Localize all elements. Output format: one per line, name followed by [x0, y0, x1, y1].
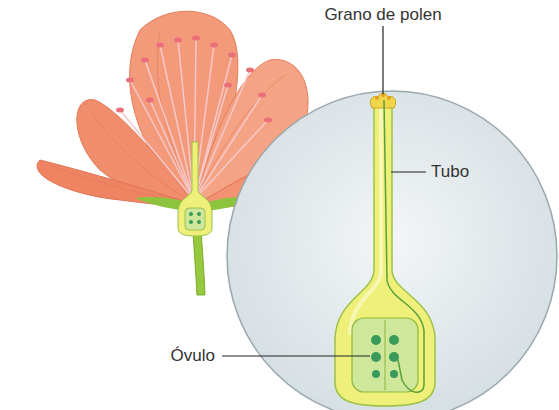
part-label: Óvulo [171, 346, 215, 366]
magnifier-circle [227, 91, 557, 410]
anthers [116, 36, 272, 123]
pistil [178, 142, 212, 236]
part-label: Grano de polen [324, 5, 441, 25]
leader-line [391, 171, 426, 172]
leader-line [382, 26, 383, 94]
part-label: Tubo [431, 162, 469, 182]
ovules [371, 335, 399, 378]
leader-line [222, 355, 370, 356]
ovary-cavity [352, 318, 418, 392]
stigma [370, 93, 395, 108]
pollen-tube [384, 100, 424, 392]
